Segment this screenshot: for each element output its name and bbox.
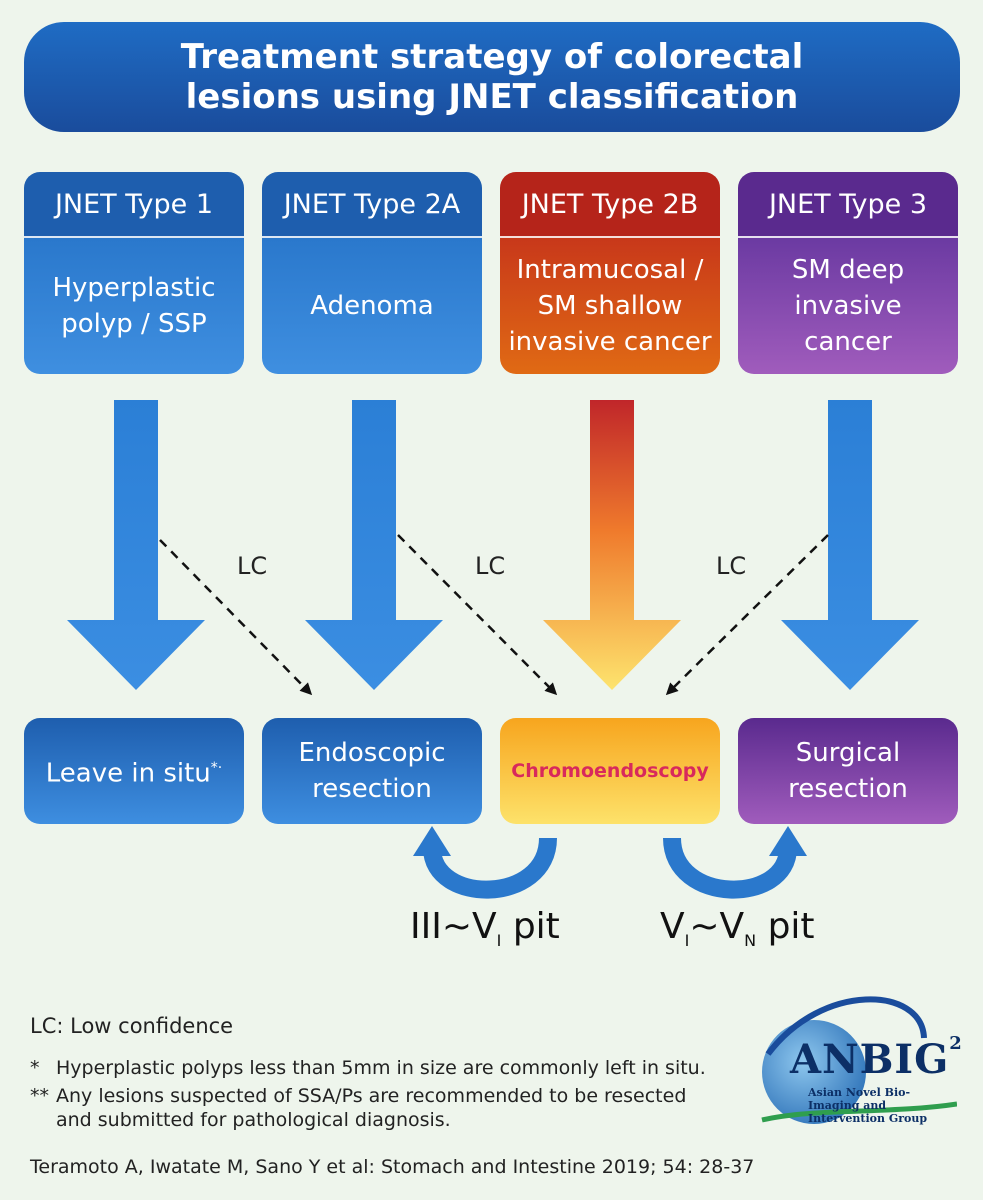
jnet-type-2b-description: Intramucosal / SM shallow invasive cance… [500,238,720,374]
footnote-1: * Hyperplastic polyps less than 5mm in si… [30,1056,706,1080]
leave-in-situ-label: Leave in situ [45,758,211,789]
type-3-line-2: invasive [794,291,902,321]
jnet-type-1-description: Hyperplastic polyp / SSP [24,238,244,374]
lc-label-2: LC [475,552,506,580]
jnet-type-3-description: SM deep invasive cancer [738,238,958,374]
arrow-type1-down [67,400,205,690]
type-3-line-1: SM deep [791,255,905,285]
jnet-type-1-card: JNET Type 1 Hyperplastic polyp / SSP [24,172,244,374]
pit-label-left: III~VI pit [410,906,560,950]
pit-left-main: III~V [410,906,497,947]
legend-lc: LC: Low confidence [30,1014,234,1038]
logo-subtitle-line-1: Asian Novel Bio-Imaging and [808,1086,911,1112]
jnet-type-2a-card: JNET Type 2A Adenoma [262,172,482,374]
outcome-chromoendoscopy: Chromoendoscopy [500,718,720,824]
jnet-type-2b-card: JNET Type 2B Intramucosal / SM shallow i… [500,172,720,374]
chromoendoscopy-label: Chromoendoscopy [511,760,709,782]
pit-right-tail: pit [756,906,815,947]
footnote-1-mark: * [30,1057,40,1079]
outcome-surgical-resection: Surgical resection [738,718,958,824]
title-line-2: lesions using JNET classification [185,77,799,117]
diagram-title: Treatment strategy of colorectal lesions… [24,22,960,132]
logo-subtitle-line-2: Intervention Group [808,1112,928,1125]
endoscopic-line-2: resection [312,774,432,804]
type-2a-line-1: Adenoma [310,291,434,321]
logo-name: ANBIG2 [790,1032,963,1083]
pit-left-tail: pit [501,906,560,947]
pit-right-b-sub: N [744,931,757,951]
pit-label-right: VI~VN pit [660,906,815,950]
arrow-type2a-down [305,400,443,690]
footnote-2-line-2: and submitted for pathological diagnosis… [56,1109,451,1131]
jnet-type-2a-description: Adenoma [262,238,482,374]
pit-right-a-sub: I [684,931,690,951]
footnote-2: ** Any lesions suspected of SSA/Ps are re… [30,1084,686,1132]
type-1-line-2: polyp / SSP [61,309,207,339]
citation: Teramoto A, Iwatate M, Sano Y et al: Sto… [30,1156,755,1178]
jnet-type-3-card: JNET Type 3 SM deep invasive cancer [738,172,958,374]
pit-right-a: V [660,906,685,947]
logo-superscript: 2 [949,1032,963,1054]
curved-arrow-to-endoscopic [423,837,557,899]
type-2b-line-1: Intramucosal / [516,255,704,285]
type-1-line-1: Hyperplastic [52,273,216,303]
leave-in-situ-text: Leave in situ*· [46,750,222,792]
arrow-type3-down [781,400,919,690]
arrow-type2b-down [543,400,681,690]
logo-subtitle: Asian Novel Bio-Imaging and Intervention… [808,1086,957,1125]
lc-label-3: LC [716,552,747,580]
type-3-line-3: cancer [804,327,892,357]
footnote-1-text: Hyperplastic polyps less than 5mm in siz… [56,1057,706,1079]
pit-right-mid: ~V [689,906,745,947]
outcome-endoscopic-resection: Endoscopic resection [262,718,482,824]
lc-arrow-type2a [397,534,558,696]
leave-in-situ-mark: *· [210,760,223,777]
jnet-type-1-header: JNET Type 1 [24,172,244,238]
endoscopic-line-1: Endoscopic [298,738,446,768]
pit-left-sub: I [496,931,502,951]
type-2b-line-2: SM shallow [537,291,683,321]
type-2b-line-3: invasive cancer [508,327,712,357]
lc-arrow-type1 [159,539,313,696]
jnet-type-2a-header: JNET Type 2A [262,172,482,238]
footnote-2-mark: ** [30,1085,49,1107]
globe-icon [761,996,957,1124]
jnet-type-2b-header: JNET Type 2B [500,172,720,238]
title-line-1: Treatment strategy of colorectal [180,37,804,77]
logo-name-text: ANBIG [790,1036,950,1083]
lc-label-1: LC [237,552,268,580]
curved-arrow-to-surgical [663,837,797,899]
surgical-line-1: Surgical [795,738,901,768]
lc-arrow-type3 [665,534,829,696]
jnet-type-3-header: JNET Type 3 [738,172,958,238]
outcome-leave-in-situ: Leave in situ*· [24,718,244,824]
footnote-2-line-1: Any lesions suspected of SSA/Ps are reco… [56,1085,687,1107]
surgical-line-2: resection [788,774,908,804]
anbig-logo: ANBIG2 Asian Novel Bio-Imaging and Inter… [752,992,962,1132]
